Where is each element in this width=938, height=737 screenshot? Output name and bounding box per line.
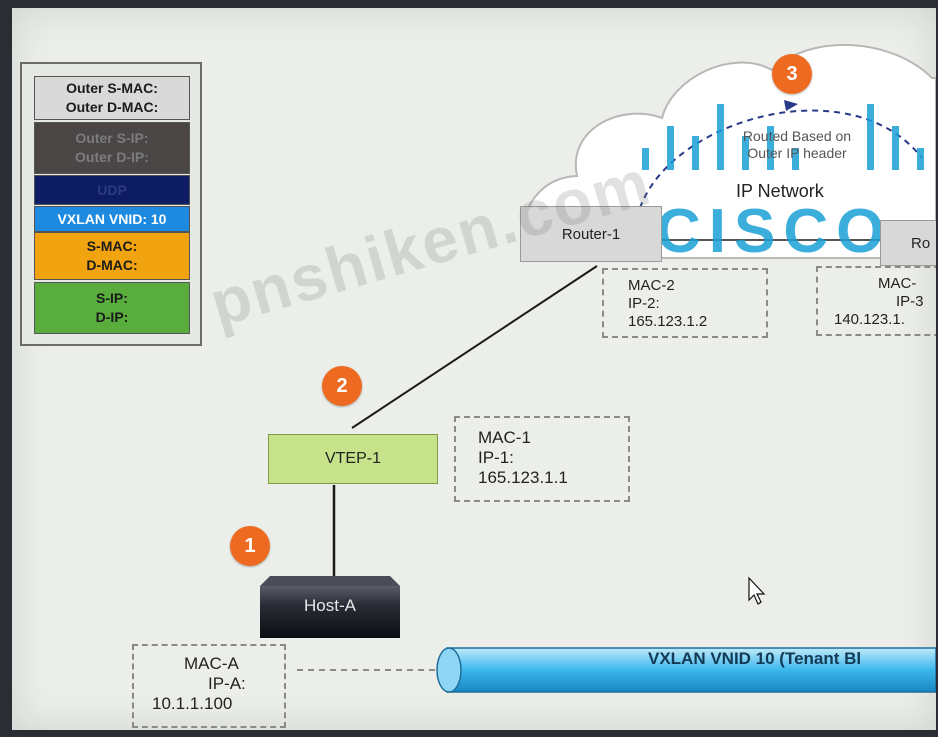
- legend-vxlan-vnid: VXLAN VNID: 10: [34, 206, 190, 232]
- vtep-1-info-box: [454, 416, 630, 502]
- router-3-mac: MAC-: [878, 275, 917, 292]
- host-a-info-box: [132, 644, 286, 728]
- legend-udp: UDP: [34, 175, 190, 205]
- legend-outer-mac: Outer S-MAC: Outer D-MAC:: [34, 76, 190, 120]
- vxlan-tunnel-end: [436, 647, 462, 693]
- router-1-label: Router-1: [561, 225, 621, 243]
- router-3-addr: 140.123.1.: [834, 311, 905, 328]
- host-a-ip: IP-A:: [208, 674, 246, 693]
- router-3-info-box: [816, 266, 936, 336]
- header-legend: Outer S-MAC: Outer D-MAC: Outer S-IP: Ou…: [20, 62, 202, 346]
- host-a-mac: MAC-A: [184, 654, 239, 673]
- step-2-badge: 2: [322, 366, 362, 406]
- vtep-1-addr: 165.123.1.1: [478, 468, 568, 487]
- routing-arc-arrow: [784, 100, 798, 111]
- host-a-body: [260, 586, 400, 638]
- router-3-node[interactable]: Ro: [880, 220, 936, 266]
- router-1-ip: IP-2:: [628, 295, 660, 312]
- router-1-info-box: [602, 268, 768, 338]
- vtep-1-mac: MAC-1: [478, 428, 531, 447]
- ip-network-label: IP Network: [736, 181, 824, 201]
- vtep-1-ip: IP-1:: [478, 448, 514, 467]
- vxlan-tunnel-label: VXLAN VNID 10 (Tenant Bl: [648, 649, 862, 668]
- router-3-label: Ro: [911, 234, 931, 252]
- router-1-mac: MAC-2: [628, 277, 675, 294]
- vtep-1-label: VTEP-1: [324, 450, 381, 467]
- host-a-addr: 10.1.1.100: [152, 694, 233, 713]
- ip-network-cloud: [520, 44, 936, 259]
- mouse-cursor: [748, 576, 766, 605]
- topology-svg: [260, 44, 936, 693]
- legend-inner-ip: S-IP: D-IP:: [34, 282, 190, 334]
- step-3-badge: 3: [772, 54, 812, 94]
- cloud-annotation: Routed Based on Outer IP header: [742, 128, 852, 161]
- cisco-logo-bars: [642, 104, 924, 170]
- host-a-label[interactable]: Host-A: [304, 596, 356, 615]
- link-router1-vtep1: [351, 265, 598, 429]
- host-a-top: [260, 576, 400, 586]
- step-1-badge: 1: [230, 526, 270, 566]
- router-1-node[interactable]: Router-1: [520, 206, 662, 262]
- vtep-1-node[interactable]: VTEP-1: [268, 434, 438, 484]
- legend-inner-mac: S-MAC: D-MAC:: [34, 232, 190, 280]
- router-1-addr: 165.123.1.2: [628, 313, 708, 330]
- cisco-logo-text: CISCO: [656, 197, 893, 266]
- legend-outer-ip: Outer S-IP: Outer D-IP:: [34, 122, 190, 174]
- routing-arc: [639, 109, 923, 209]
- router-3-ip: IP-3: [896, 293, 924, 310]
- diagram-screen: Outer S-MAC: Outer D-MAC: Outer S-IP: Ou…: [12, 8, 936, 730]
